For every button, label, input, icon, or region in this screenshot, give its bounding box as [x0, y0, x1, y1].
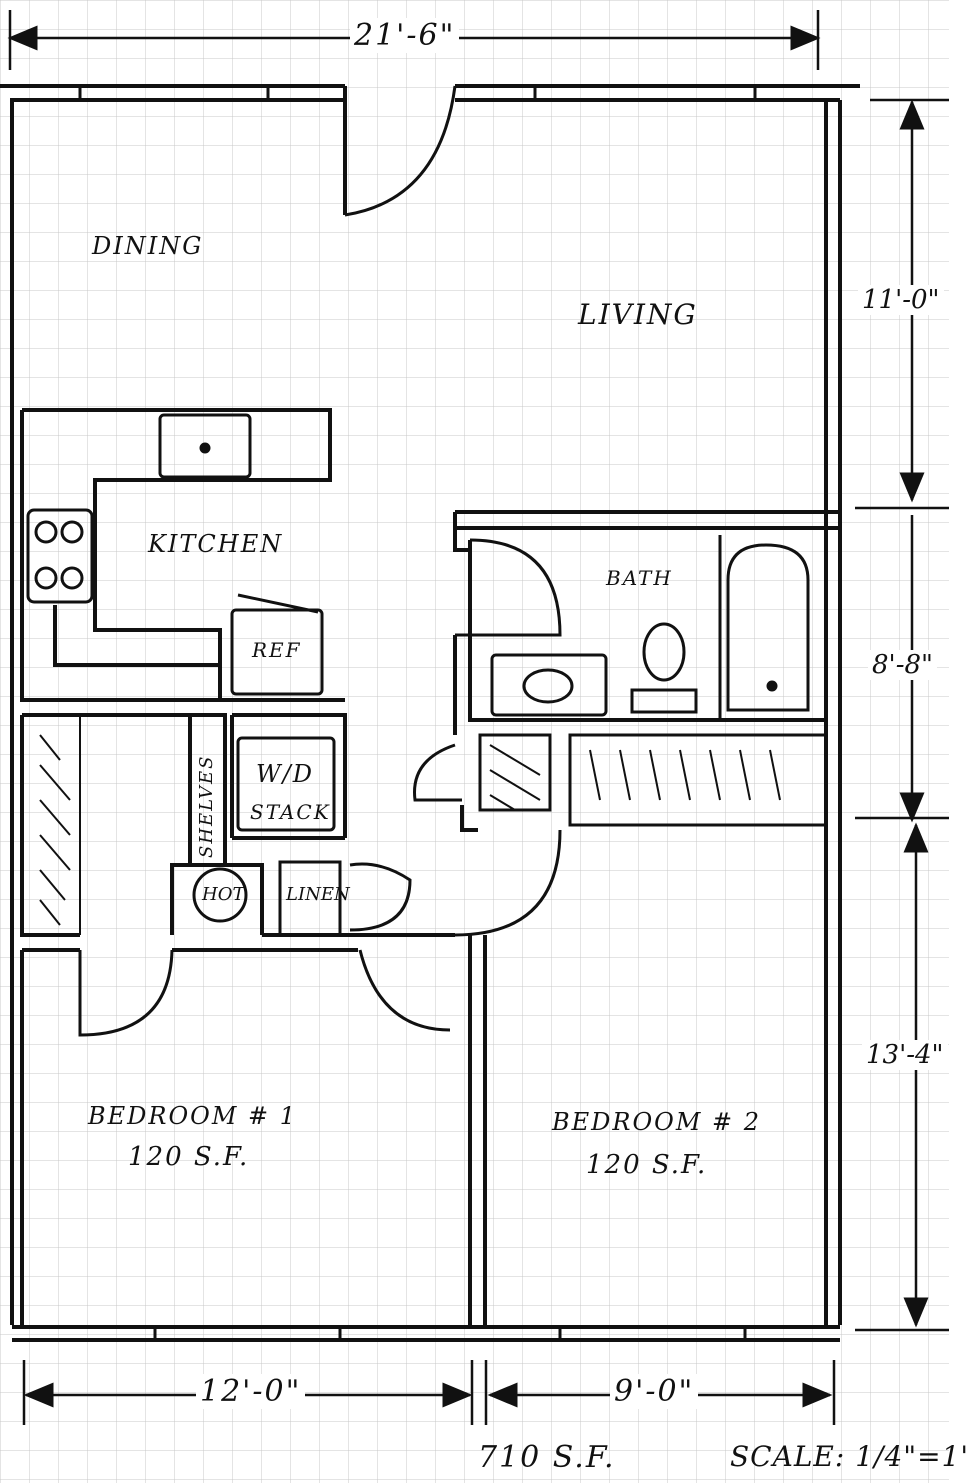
dimension-top: 21'-6" — [350, 18, 460, 53]
dimension-right-top: 11'-0" — [858, 285, 944, 315]
linen-label: LINEN — [286, 884, 350, 905]
ref-label: REF — [252, 638, 302, 662]
scale-note: SCALE: 1/4"=1' — [730, 1440, 969, 1473]
living-label: LIVING — [578, 298, 698, 331]
bedroom2-area: 120 S.F. — [586, 1150, 708, 1180]
stack-label: STACK — [250, 800, 331, 824]
hot-label: HOT — [202, 884, 245, 905]
bedroom1-area: 120 S.F. — [128, 1142, 250, 1172]
bedroom1-label: BEDROOM # 1 — [88, 1102, 298, 1130]
walls — [0, 84, 860, 1342]
floor-plan — [0, 0, 949, 1483]
graph-paper-grid — [0, 0, 949, 1483]
fixtures-drawing — [26, 413, 810, 926]
wd-label: W/D — [256, 760, 314, 788]
total-area: 710 S.F. — [478, 1440, 616, 1475]
kitchen-label: KITCHEN — [148, 530, 284, 558]
dimension-right-middle: 8'-8" — [868, 650, 937, 680]
dimension-bottom-left: 12'-0" — [196, 1374, 306, 1409]
dimension-bottom-right: 9'-0" — [610, 1374, 699, 1409]
bath-label: BATH — [606, 566, 673, 590]
dimension-right-bottom: 13'-4" — [862, 1040, 948, 1070]
bedroom2-label: BEDROOM # 2 — [552, 1108, 762, 1136]
shelves-label: SHELVES — [196, 754, 217, 858]
dining-label: DINING — [92, 232, 204, 260]
